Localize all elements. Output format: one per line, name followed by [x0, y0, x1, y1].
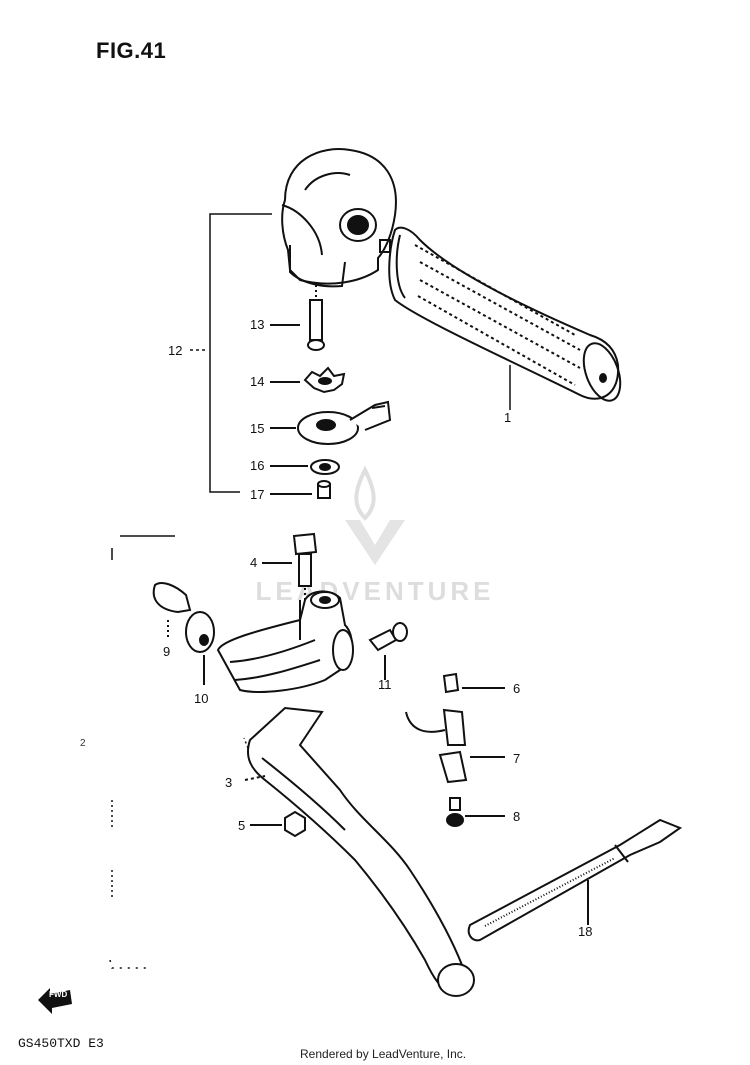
cable-tie-18-part — [467, 818, 683, 942]
model-code: GS450TXD E3 — [18, 1036, 104, 1051]
screw-13-part — [270, 285, 325, 351]
watermark-text: LEADVENTURE — [255, 576, 494, 606]
clutch-lever-3-part — [244, 706, 475, 997]
callout-11: 11 — [378, 677, 392, 692]
callout-12: 12 — [168, 343, 183, 358]
callout-17: 17 — [250, 487, 265, 502]
leader-lines — [243, 365, 511, 749]
watermark-logo: LEADVENTURE — [255, 465, 494, 606]
star-washer-14-part — [270, 366, 346, 394]
lever-holder-part — [216, 590, 354, 693]
handlebar-grip-part — [388, 226, 622, 402]
screw-8-part — [446, 797, 505, 827]
switch-7-part — [405, 708, 505, 784]
callout-14: 14 — [250, 374, 265, 389]
nut-5-part — [250, 810, 306, 838]
group-lever-bracket — [109, 535, 175, 969]
rendered-by-credit: Rendered by LeadVenture, Inc. — [300, 1047, 467, 1061]
knob-9-part — [152, 582, 192, 640]
callout-9: 9 — [163, 644, 171, 659]
switch-housing-part — [281, 148, 397, 288]
figure-title: FIG.41 — [96, 38, 167, 63]
fwd-label: FWD — [49, 990, 68, 999]
bolt-4-part — [262, 532, 318, 600]
callout-3: 3 — [225, 775, 233, 790]
washer-16-part — [270, 459, 340, 475]
switch-15-part — [270, 400, 392, 445]
screw-11-part — [368, 622, 408, 680]
callout-18: 18 — [578, 924, 593, 939]
group-12-bracket — [190, 213, 272, 493]
stray-mark: 2 — [80, 738, 86, 749]
damper-10-part — [185, 611, 215, 685]
callout-13: 13 — [250, 317, 265, 332]
callout-10: 10 — [194, 691, 209, 706]
callout-8: 8 — [513, 809, 521, 824]
callout-1: 1 — [504, 410, 512, 425]
pin-6-part — [442, 672, 505, 694]
callout-4: 4 — [250, 555, 258, 570]
screw-17-part — [270, 480, 331, 499]
callout-7: 7 — [513, 751, 521, 766]
callout-16: 16 — [250, 458, 265, 473]
fwd-arrow-icon — [38, 988, 72, 1014]
callout-5: 5 — [238, 818, 246, 833]
callout-15: 15 — [250, 421, 265, 436]
callout-6: 6 — [513, 681, 521, 696]
